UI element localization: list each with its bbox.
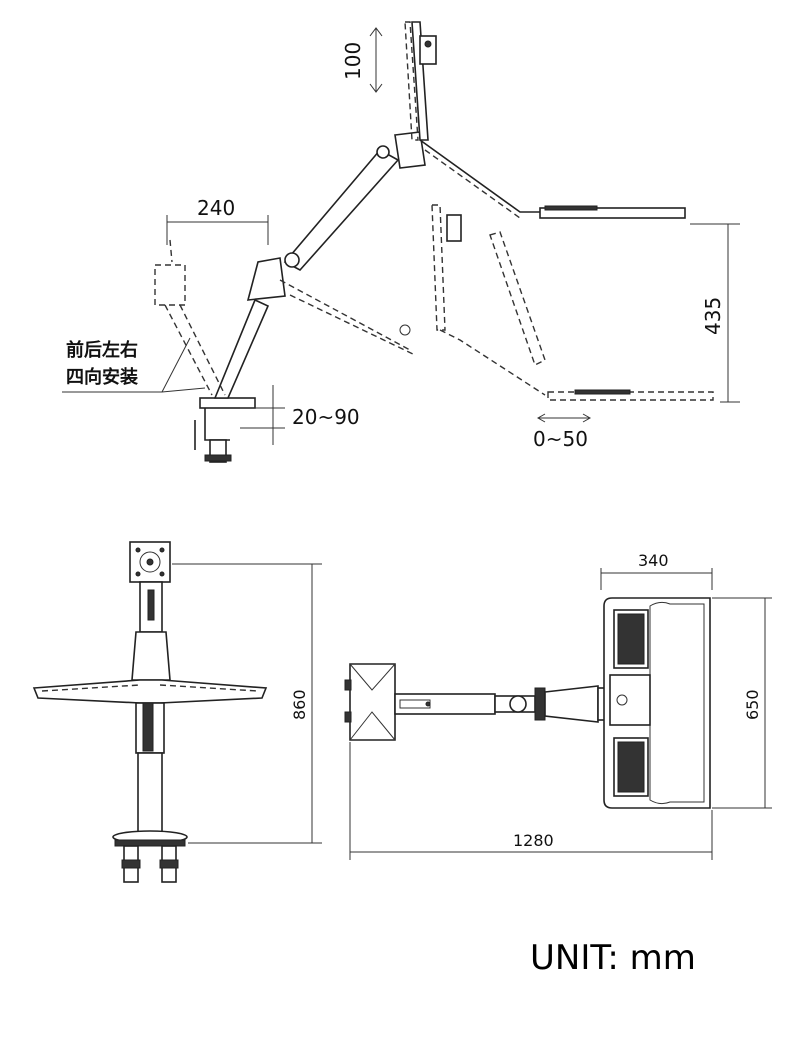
install-note-line2: 四向安装	[66, 366, 138, 388]
keyboard-tray-raised	[419, 139, 686, 219]
front-view: 860	[32, 541, 322, 883]
keyboard-tray-lowered	[547, 389, 714, 401]
dimension-20-90: 20~90	[240, 385, 360, 445]
dim-label-0-50: 0~50	[533, 427, 588, 451]
arm-pole-dashed	[154, 239, 226, 396]
dimension-435: 435	[690, 223, 740, 403]
side-view: 240 100 435 20~90 0~50	[62, 21, 740, 463]
dimension-100: 100	[341, 27, 383, 93]
lower-arm-dashed	[279, 279, 416, 356]
dim-label-1280: 1280	[513, 831, 554, 850]
unit-label: UNIT: mm	[530, 938, 696, 978]
keyboard-tray-front	[32, 679, 268, 704]
dim-label-100: 100	[341, 42, 365, 80]
dim-label-340: 340	[638, 551, 669, 570]
dimension-240: 240	[166, 196, 269, 245]
monitor-raised	[404, 21, 437, 141]
top-view: 340 650 1280	[344, 551, 772, 860]
desk-clamp	[194, 397, 256, 463]
dim-label-650: 650	[743, 689, 762, 720]
dimension-0-50: 0~50	[533, 413, 592, 451]
upper-arm-raised	[283, 131, 426, 272]
dim-label-860: 860	[290, 689, 309, 720]
dim-label-20-90: 20~90	[292, 405, 360, 429]
arm-pole-solid	[213, 257, 286, 399]
dim-label-435: 435	[701, 297, 725, 335]
dim-label-240: 240	[197, 196, 235, 220]
install-note: 前后左右 四向安装	[62, 337, 206, 393]
install-note-line1: 前后左右	[66, 339, 138, 361]
monitor-lowered	[431, 204, 546, 396]
top-clamp	[349, 663, 396, 741]
